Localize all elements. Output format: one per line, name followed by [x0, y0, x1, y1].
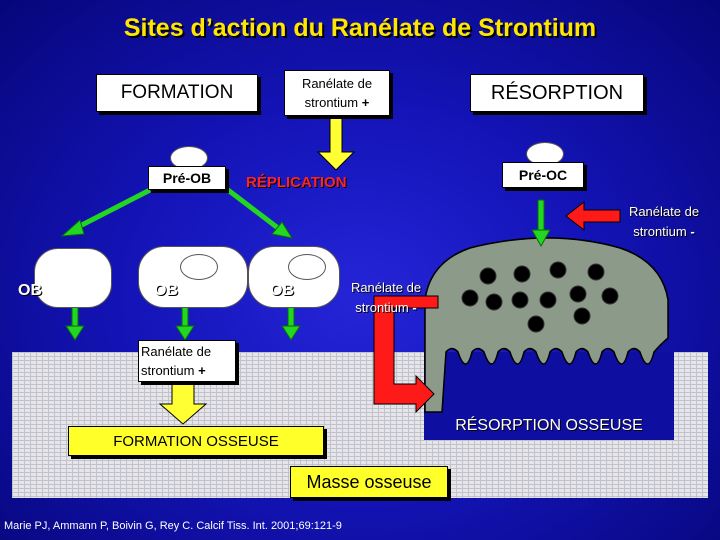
masse-osseuse-label: Masse osseuse: [306, 471, 432, 492]
ranelate-mid-label: Ranélate de strontium -: [340, 278, 432, 318]
resorption-osseuse-label: RÉSORPTION OSSEUSE: [455, 417, 643, 434]
ob-left-label: OB: [18, 282, 42, 299]
replication-label: RÉPLICATION: [246, 174, 347, 191]
ranelate-oc-label: Ranélate de strontium -: [620, 202, 708, 242]
yellow-arrow-bottom: [158, 379, 208, 425]
yellow-arrow-top: [316, 117, 356, 171]
pre-ob-box: Pré-OB: [148, 166, 226, 190]
ranelate-mid-sign: -: [412, 300, 417, 315]
green-arrow-ob-right-down: [281, 325, 301, 341]
ob-right-label: OB: [270, 282, 294, 299]
ranelate-top-sign: +: [361, 95, 370, 110]
ranelate-bottom-box: Ranélate de strontium +: [138, 340, 236, 382]
ranelate-oc-sign: -: [690, 224, 695, 239]
ranelate-top-box: Ranélate de strontium +: [284, 70, 390, 116]
red-arrow-ob: [373, 295, 439, 414]
ob-middle-nucleus: [180, 254, 218, 280]
ranelate-oc-line2: strontium: [633, 224, 687, 239]
green-arrow-ob-middle-down: [175, 325, 195, 341]
ranelate-top-line1: Ranélate de: [301, 76, 373, 91]
ob-cell-left: [34, 248, 112, 308]
ranelate-top-line2: strontium: [304, 95, 359, 110]
osteoclast-nuclei: [461, 261, 619, 333]
ranelate-mid-line2: strontium: [355, 300, 409, 315]
red-arrow-preoc: [565, 200, 621, 232]
ranelate-bottom-sign: +: [198, 363, 206, 378]
formation-box: FORMATION: [96, 74, 258, 112]
ob-right-nucleus: [288, 254, 326, 280]
ranelate-bottom-line1: Ranélate de: [141, 344, 212, 359]
resorption-pit: [424, 352, 674, 440]
resorption-box: RÉSORPTION: [470, 74, 644, 112]
green-arrow-preoc-down: [531, 229, 551, 248]
pre-oc-label: Pré-OC: [518, 167, 568, 183]
formation-label: FORMATION: [120, 82, 234, 103]
resorption-label: RÉSORPTION: [490, 81, 624, 104]
green-arrow-right-head: [271, 221, 294, 239]
formation-osseuse-label: FORMATION OSSEUSE: [113, 432, 279, 450]
masse-osseuse-box: Masse osseuse: [290, 466, 448, 498]
citation: Marie PJ, Ammann P, Boivin G, Rey C. Cal…: [4, 520, 342, 532]
ob-middle-label: OB: [154, 282, 178, 299]
formation-osseuse-box: FORMATION OSSEUSE: [68, 426, 324, 456]
pre-oc-box: Pré-OC: [502, 162, 584, 188]
ranelate-mid-line1: Ranélate de: [350, 280, 422, 295]
page-title: Sites d’action du Ranélate de Strontium: [123, 14, 597, 42]
green-arrow-ob-left-down: [65, 325, 85, 341]
ranelate-oc-line1: Ranélate de: [628, 204, 700, 219]
green-arrow-left-head: [60, 219, 85, 237]
ranelate-bottom-line2: strontium: [141, 363, 195, 378]
pre-ob-label: Pré-OB: [162, 170, 212, 186]
